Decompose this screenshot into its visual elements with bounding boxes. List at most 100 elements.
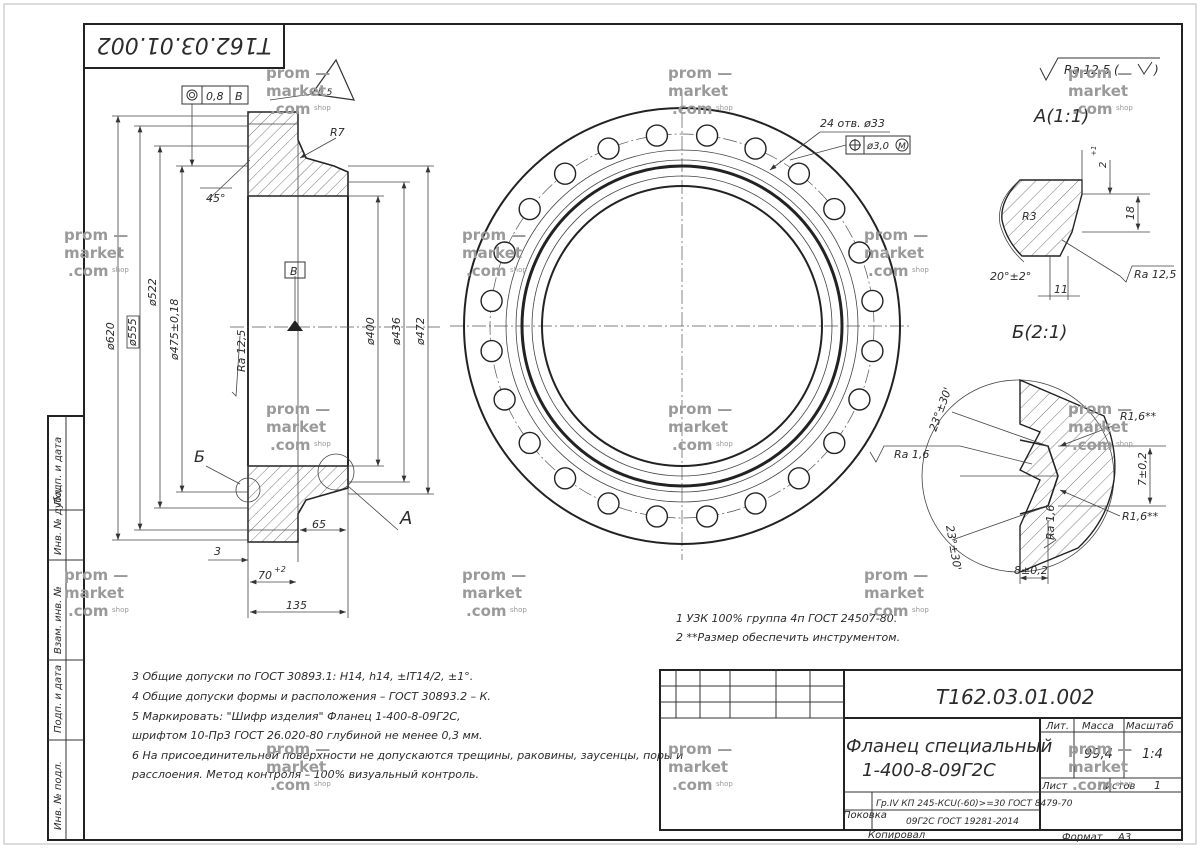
detail-a: А(1:1) 2 +1 18 R3 11 20°±2° Ra 12,5 — [990, 106, 1176, 300]
bolt-hole — [744, 492, 767, 515]
material-line2: 09Г2С ГОСТ 19281-2014 — [906, 817, 1019, 827]
watermark-text: .com — [466, 602, 507, 620]
stamp-podp-data-1: Подп. и дата — [53, 665, 64, 733]
dim-d475: ø475±0,18 — [168, 299, 181, 361]
watermark-text: market — [864, 244, 924, 262]
ra-section: Ra 12,5 — [235, 330, 248, 372]
material-label: Поковка — [843, 810, 887, 821]
watermark-text: prom — — [668, 400, 732, 418]
note-4: 4 Общие допуски формы и расположения – Г… — [132, 690, 491, 703]
detail-b-r-top: R1,6** — [1120, 410, 1157, 423]
watermark-text: .com — [672, 776, 713, 794]
detail-a-ra: Ra 12,5 — [1134, 268, 1176, 281]
detail-b-ra-bottom: Ra 1,6 — [1044, 505, 1057, 540]
bolt-hole — [518, 197, 541, 221]
note-5: 5 Маркировать: "Шифр изделия" Фланец 1-4… — [132, 710, 461, 723]
bolt-hole — [787, 467, 811, 490]
watermark-shop: shop — [112, 266, 129, 274]
svg-text:): ) — [1153, 63, 1159, 77]
detail-a-angle: 20°±2° — [990, 270, 1031, 283]
watermark-text: .com — [672, 100, 713, 118]
watermark-text: prom — — [462, 566, 526, 584]
watermark-text: market — [1068, 418, 1128, 436]
section-view: В ø620 ø555 ø522 ø475±0,18 ø400 ø436 ø47… — [104, 58, 440, 618]
watermark-shop: shop — [1116, 104, 1133, 112]
bolt-hole — [861, 289, 884, 313]
part-name-1: Фланец специальный — [846, 736, 1053, 757]
scale-value: 1:4 — [1142, 747, 1163, 762]
watermark-text: prom — — [668, 64, 732, 82]
watermark-text: market — [668, 758, 728, 776]
holes-note: 24 отв. ø33 — [820, 117, 885, 130]
dim-65: 65 — [312, 518, 326, 531]
detail-b-dim7: 7±0,2 — [1136, 452, 1149, 486]
sheet-border — [3, 3, 1197, 845]
title-doc-number: Т162.03.01.002 — [936, 685, 1095, 709]
bolt-hole — [645, 124, 669, 147]
radius-r7: R7 — [330, 126, 345, 139]
callout-a: А — [399, 508, 412, 529]
detail-a-dim11: 11 — [1054, 283, 1068, 296]
watermark-shop: shop — [912, 606, 929, 614]
bolt-hole — [597, 492, 620, 515]
bolt-hole — [518, 431, 541, 455]
detail-b-ra-left: Ra 1,6 — [894, 448, 929, 461]
bolt-hole — [493, 241, 516, 264]
watermark-text: .com — [1072, 776, 1113, 794]
watermark-shop: shop — [510, 266, 527, 274]
watermark-shop: shop — [716, 440, 733, 448]
bolt-hole — [695, 124, 719, 147]
general-roughness: Ra 12,5 ( ) — [1039, 57, 1160, 82]
note-6b: расслоения. Метод контроля – 100% визуал… — [131, 768, 479, 781]
watermark-shop: shop — [314, 104, 331, 112]
bolt-hole — [787, 162, 811, 185]
detail-b: Б(2:1) 23°±30' 23°±30' R1,6** R1,6** 7±0… — [869, 322, 1166, 584]
watermark-text: prom — — [266, 64, 330, 82]
watermark-shop: shop — [912, 266, 929, 274]
note-6: 6 На присоединительной поверхности не до… — [132, 749, 683, 762]
watermark-shop: shop — [716, 780, 733, 788]
mirrored-doc-number-box: Т162.03.01.002 — [83, 23, 285, 69]
watermark-text: market — [462, 244, 522, 262]
bolt-hole — [848, 241, 871, 264]
watermark-text: market — [1068, 758, 1128, 776]
scale-label: Масштаб — [1126, 720, 1174, 732]
bolt-hole — [848, 388, 871, 411]
sheet-label: Лист — [1041, 781, 1069, 792]
watermark-shop: shop — [112, 606, 129, 614]
lit-label: Лит. — [1045, 721, 1069, 732]
watermark-text: .com — [868, 602, 909, 620]
watermark-text: market — [64, 244, 124, 262]
stamp-podp-data-2: Подп. и дата — [53, 437, 64, 505]
top-view: 24 отв. ø33 ø3,0 М — [450, 92, 912, 560]
note-2: 2 **Размер обеспечить инструментом. — [676, 631, 900, 644]
bolt-hole — [695, 505, 719, 528]
watermark-text: .com — [672, 436, 713, 454]
sheets-value: 1 — [1154, 779, 1161, 792]
dim-d436: ø436 — [390, 317, 403, 346]
detail-a-dim2-tol: +1 — [1090, 146, 1098, 156]
hole-position-tol: ø3,0 — [866, 141, 889, 152]
dim-d472: ø472 — [414, 317, 427, 346]
watermark-text: prom — — [1068, 400, 1132, 418]
bolt-hole — [597, 137, 620, 160]
watermark-shop: shop — [716, 104, 733, 112]
dim-3: 3 — [214, 545, 221, 558]
dim-70: 70 — [258, 569, 272, 582]
part-name-2: 1-400-8-09Г2С — [862, 760, 996, 781]
detail-a-dim2: 2 — [1098, 162, 1109, 168]
mirrored-doc-number: Т162.03.01.002 — [97, 32, 271, 57]
detail-b-angle-top: 23°±30' — [927, 386, 955, 433]
watermark-text: market — [64, 584, 124, 602]
note-1: 1 УЗК 100% группа 4п ГОСТ 24507-80. — [676, 612, 897, 625]
dim-d522: ø522 — [146, 278, 159, 307]
watermark-text: .com — [868, 262, 909, 280]
